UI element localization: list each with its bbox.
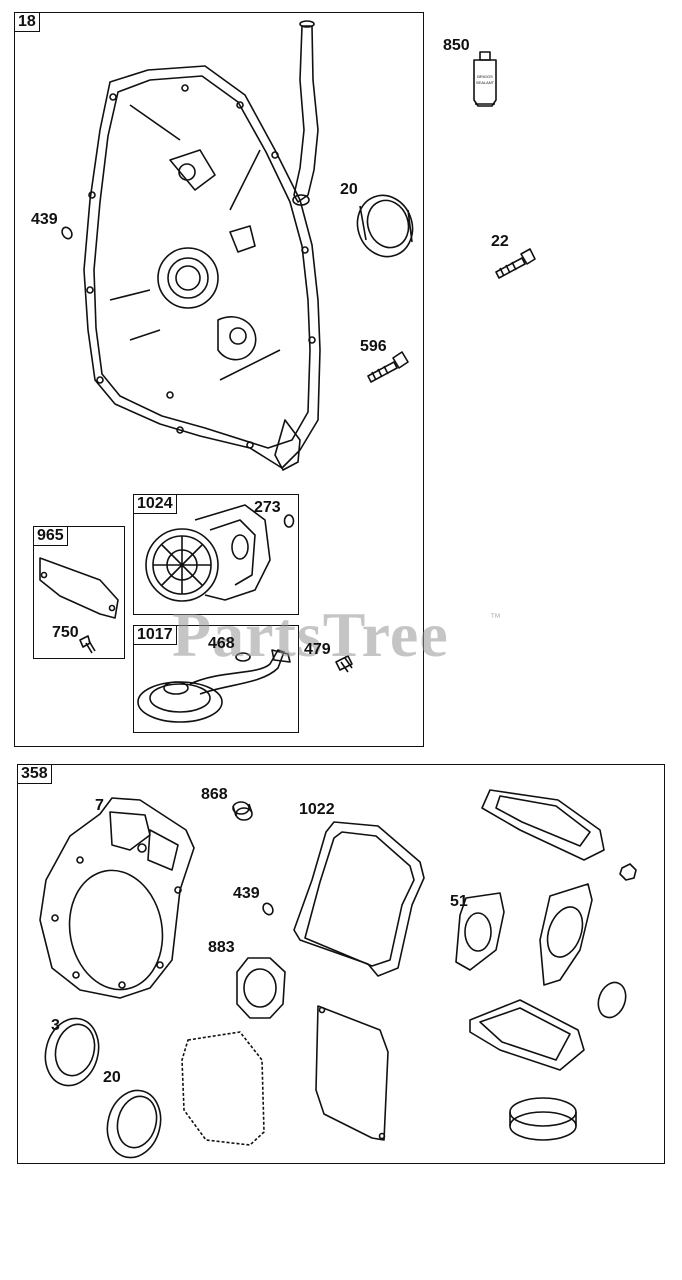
pickup-tag[interactable]: 1017 [133, 625, 177, 645]
exhaust-gasket-lower[interactable] [469, 999, 585, 1071]
bolt-479[interactable] [335, 655, 353, 673]
label-439-upper[interactable]: 439 [31, 211, 58, 228]
oring-468[interactable] [235, 652, 251, 662]
label-51[interactable]: 51 [450, 893, 468, 910]
oil-pickup-1017[interactable] [137, 649, 291, 723]
cover-tag[interactable]: 965 [33, 526, 68, 546]
valve-cover-gasket-1022[interactable] [293, 821, 425, 977]
bolt-750[interactable] [79, 635, 96, 654]
label-439-lower[interactable]: 439 [233, 885, 260, 902]
label-750[interactable]: 750 [52, 624, 79, 641]
label-883[interactable]: 883 [208, 939, 235, 956]
label-850[interactable]: 850 [443, 37, 470, 54]
label-22[interactable]: 22 [491, 233, 509, 250]
oil-pump-1024[interactable] [145, 504, 271, 602]
label-468[interactable]: 468 [208, 635, 235, 652]
intake-gasket[interactable] [539, 883, 593, 986]
sealant-tube-text: BRIGGS [477, 74, 493, 79]
breather-gasket[interactable] [181, 1031, 265, 1146]
crankcase-cover-part[interactable] [83, 20, 321, 471]
cover-plate-965[interactable] [39, 557, 119, 619]
cover-gasket-lower[interactable] [315, 1005, 389, 1141]
seal-20-upper[interactable] [349, 188, 421, 265]
bolt-22[interactable] [495, 248, 536, 279]
partstree-watermark: PartsTree [172, 599, 449, 670]
bushing-868[interactable] [232, 801, 253, 821]
label-273[interactable]: 273 [254, 499, 281, 516]
head-gasket-7[interactable] [39, 797, 195, 999]
gasket-51[interactable] [455, 892, 505, 971]
oring-439-upper[interactable] [60, 226, 74, 241]
sealant-tube-850[interactable] [473, 51, 497, 107]
group-18-frame [14, 12, 424, 747]
seal-20-lower[interactable] [100, 1084, 168, 1163]
oil-pump-frame [133, 494, 299, 615]
cover-frame [33, 526, 125, 659]
trademark-symbol: ™ [490, 612, 501, 624]
seal-3[interactable] [38, 1012, 106, 1091]
label-3[interactable]: 3 [51, 1017, 60, 1034]
oil-pump-tag[interactable]: 1024 [133, 494, 177, 514]
oring-large[interactable] [594, 979, 631, 1022]
oring-439-lower[interactable] [261, 902, 275, 917]
oring-273[interactable] [283, 514, 295, 528]
label-20-upper[interactable]: 20 [340, 181, 358, 198]
label-20-lower[interactable]: 20 [103, 1069, 121, 1086]
label-868[interactable]: 868 [201, 786, 228, 803]
pickup-frame [133, 625, 299, 733]
label-479[interactable]: 479 [304, 641, 331, 658]
group-18-tag[interactable]: 18 [14, 12, 40, 32]
sealant-tube-text-2: SEALANT [476, 80, 495, 85]
label-596[interactable]: 596 [360, 338, 387, 355]
gasket-883[interactable] [236, 957, 286, 1019]
ring-gasket[interactable] [509, 1097, 577, 1141]
group-358-tag[interactable]: 358 [17, 764, 52, 784]
nut-part[interactable] [619, 863, 637, 881]
group-358-frame [17, 764, 665, 1164]
label-7[interactable]: 7 [95, 797, 104, 814]
label-1022[interactable]: 1022 [299, 801, 335, 818]
exhaust-gasket-upper[interactable] [481, 789, 605, 861]
bolt-596[interactable] [367, 351, 409, 383]
